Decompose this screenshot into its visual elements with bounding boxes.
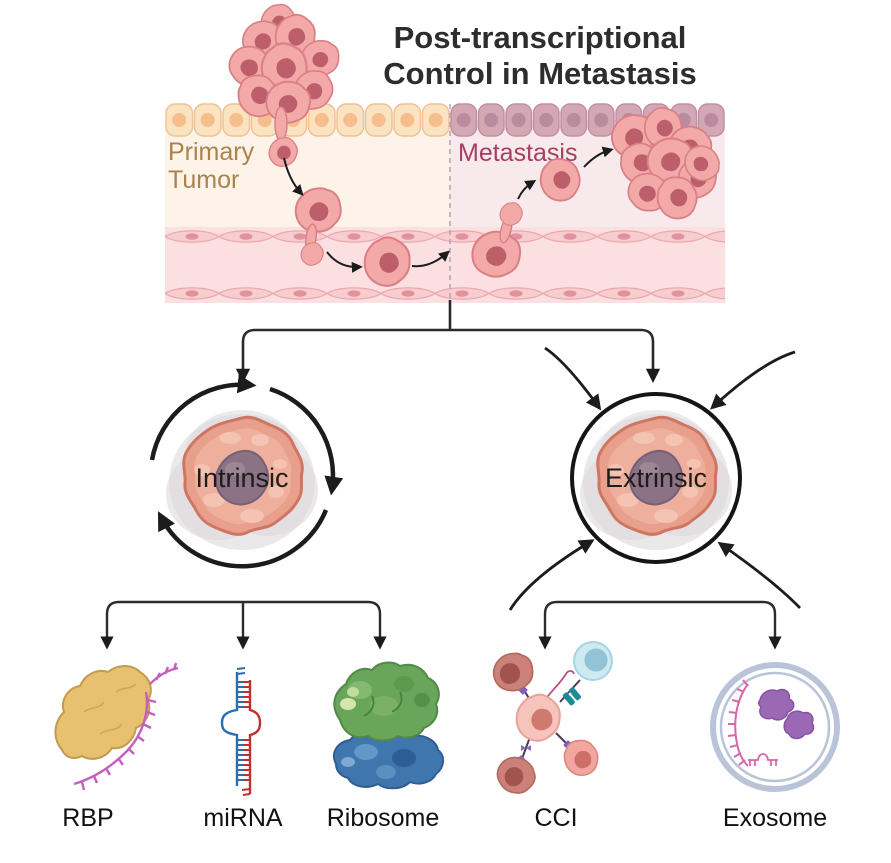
main-branch-connector <box>235 300 661 384</box>
extrinsic-inward-arrow <box>508 539 595 611</box>
cci-dark-cell-bottom <box>494 753 539 798</box>
migration-arrows <box>283 146 614 273</box>
migration-arrow <box>283 157 304 196</box>
migration-arrow <box>583 146 614 168</box>
extrinsic-inward-arrow <box>710 350 796 410</box>
primary-tumor-label-line2: Tumor <box>168 166 239 194</box>
cycle-arrow <box>269 386 344 496</box>
vessel-wall-top <box>165 227 725 246</box>
rbp-icon <box>54 662 179 791</box>
mirna-strand-red <box>248 680 262 794</box>
ribosome-icon <box>332 661 444 790</box>
rbp-protein-texture <box>83 683 137 735</box>
intrinsic-node: Intrinsic <box>149 374 344 569</box>
rbp-protein-blob <box>54 665 152 760</box>
rbp-label: RBP <box>62 804 113 832</box>
invading-tumor-cell <box>268 106 298 167</box>
migration-arrow <box>326 251 363 273</box>
cycle-arrow <box>157 509 329 569</box>
exosome-rna-strand <box>727 679 749 767</box>
extrinsic-bracket <box>538 600 782 650</box>
exosome-protein <box>757 688 795 721</box>
intrinsic-cycle-arrows <box>149 374 344 569</box>
mirna-label: miRNA <box>203 804 282 832</box>
cci-integrin <box>562 687 581 706</box>
blood-vessel <box>165 227 725 303</box>
extrinsic-inward-arrows <box>508 346 802 611</box>
extrinsic-label: Extrinsic <box>605 463 707 493</box>
exosome-rna-hairpin <box>748 753 778 766</box>
branch-bracket <box>235 328 661 384</box>
extravasation-cell <box>463 202 529 288</box>
intravasation-cell <box>300 223 324 266</box>
exosome-label: Exosome <box>723 804 827 832</box>
vessel-wall-bottom <box>165 284 725 303</box>
extrinsic-branch-connector <box>538 600 782 650</box>
extrinsic-inward-arrow <box>544 346 602 411</box>
ribosome-label: Ribosome <box>327 804 440 832</box>
exosome-membrane-outer <box>710 662 840 792</box>
cci-label: CCI <box>534 804 577 832</box>
cci-central-cell <box>510 689 567 747</box>
rbp-rna-strand <box>73 662 179 791</box>
primary-tumor-label-line1: Primary <box>168 138 255 166</box>
intrinsic-label: Intrinsic <box>195 463 288 493</box>
exosome-membrane-inner <box>719 671 831 783</box>
extrinsic-inward-arrow <box>717 541 802 609</box>
cci-icon <box>486 641 613 798</box>
migration-arrow <box>517 180 537 200</box>
title-line-1: Post-transcriptional <box>394 20 687 55</box>
intrinsic-branch-connector <box>100 600 387 650</box>
exosome-protein <box>783 710 815 740</box>
primary-tumor-label: Primary Tumor <box>168 138 255 194</box>
mirna-rungs-blue <box>236 667 246 781</box>
cycle-arrow <box>149 374 257 461</box>
mirna-rungs-red <box>241 681 251 796</box>
figure-title: Post-transcriptional Control in Metastas… <box>383 20 697 91</box>
exosome-icon <box>710 662 840 792</box>
mirna-strand-blue <box>220 672 239 786</box>
cci-ligand-strand <box>544 670 575 701</box>
tissue-illustration: Primary Tumor Metastasis <box>165 4 725 303</box>
primary-tumor-cluster <box>225 4 346 167</box>
migration-arrow <box>411 250 450 268</box>
title-line-2: Control in Metastasis <box>383 56 697 91</box>
cci-immune-cell <box>573 641 613 681</box>
mirna-icon <box>220 667 262 796</box>
extrinsic-node: Extrinsic <box>508 346 802 611</box>
cci-dark-cell-top <box>486 644 541 700</box>
